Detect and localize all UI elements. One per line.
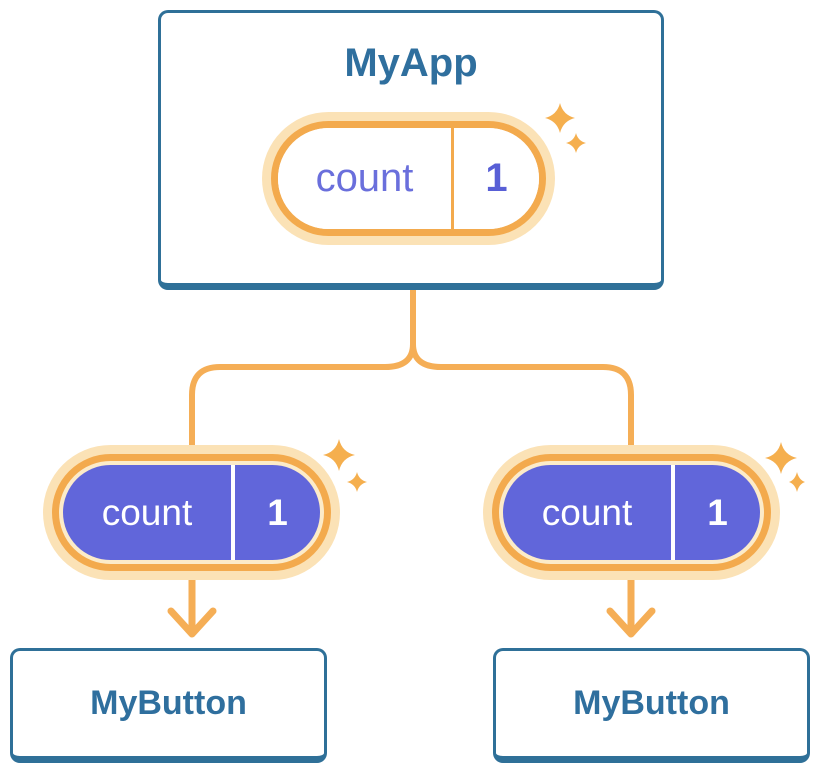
prop-name: count: [101, 491, 193, 533]
sparkle-small-icon: [566, 133, 586, 153]
component-card-myapp: MyApp count 1: [158, 10, 664, 290]
component-card-mybutton-right: MyButton: [493, 648, 810, 763]
prop-name: count: [541, 491, 633, 533]
prop-pill-ring: count 1: [52, 454, 331, 571]
arrow-right-head-icon: [606, 607, 656, 638]
state-pill-ring: count 1: [271, 121, 546, 236]
sparkle-big-icon: [765, 442, 797, 474]
sparkle-icon: [323, 439, 367, 492]
sparkle-small-icon: [347, 472, 367, 492]
state-pill-body: count 1: [278, 128, 539, 229]
prop-pill-body: count 1: [63, 465, 320, 560]
sparkle-icon: [545, 103, 586, 153]
state-pill-myapp: count 1: [262, 112, 555, 245]
state-name: count: [315, 156, 414, 200]
component-title: MyButton: [573, 684, 730, 722]
component-card-mybutton-left: MyButton: [10, 648, 327, 763]
arrow-left-head-icon: [167, 607, 217, 638]
prop-value: 1: [267, 491, 288, 533]
prop-pill-left: count 1: [43, 445, 340, 580]
component-title: MyButton: [90, 684, 247, 722]
prop-pill-divider: [231, 465, 235, 560]
prop-pill-body: count 1: [503, 465, 760, 560]
sparkle-big-icon: [545, 103, 575, 133]
connector-right-branch: [410, 287, 634, 453]
state-value: 1: [485, 156, 508, 200]
prop-pill-divider: [671, 465, 675, 560]
sparkle-icon: [765, 442, 805, 492]
sparkle-big-icon: [323, 439, 355, 471]
sparkle-small-icon: [789, 472, 805, 492]
prop-pill-ring: count 1: [492, 454, 771, 571]
component-title: MyApp: [344, 41, 478, 85]
state-pill-divider: [451, 128, 454, 229]
prop-pill-right: count 1: [483, 445, 780, 580]
prop-value: 1: [707, 491, 728, 533]
